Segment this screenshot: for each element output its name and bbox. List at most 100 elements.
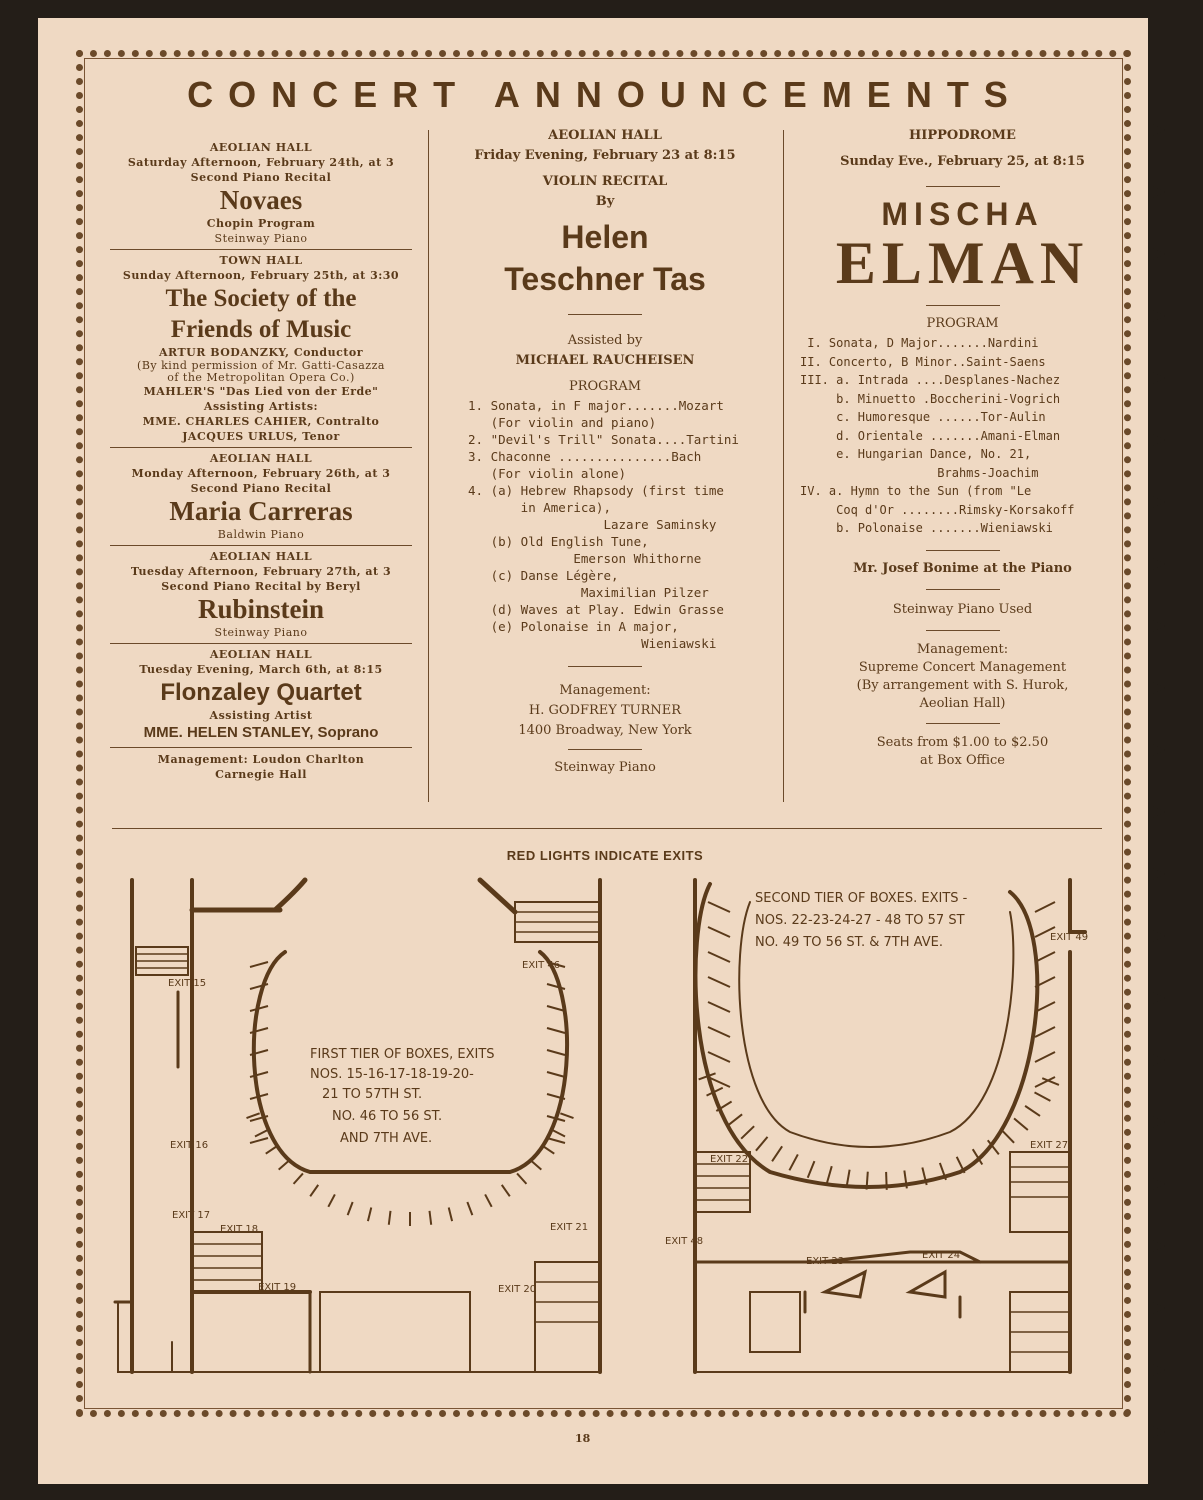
box-divider — [1000, 1129, 1015, 1144]
work-title: MAHLER'S "Das Lied von der Erde" — [143, 385, 379, 398]
box-divider — [740, 1125, 755, 1140]
box-divider — [771, 1145, 783, 1162]
box-divider — [755, 1136, 769, 1152]
permission-note: (By kind permission of Mr. Gatti-Casazza — [137, 359, 385, 372]
manager-name: Supreme Concert Management — [858, 659, 1067, 675]
right-column: HIPPODROME Sunday Eve., February 25, at … — [800, 126, 1125, 770]
floor-plan-diagram: FIRST TIER OF BOXES, EXITS NOS. 15-16-17… — [113, 877, 1088, 1374]
event-date: Tuesday Afternoon, February 27th, at 3 — [130, 565, 392, 578]
box-divider — [366, 1207, 373, 1222]
box-divider — [1041, 1077, 1060, 1086]
manager-name: H. GODFREY TURNER — [528, 703, 682, 718]
management-label: Management: — [916, 641, 1009, 657]
box-divider — [707, 901, 731, 913]
box-divider — [955, 1156, 966, 1174]
exit-17-label: EXIT 17 — [172, 1210, 210, 1221]
divider — [110, 747, 412, 748]
box-divider — [921, 1167, 928, 1186]
short-rule — [925, 588, 1000, 590]
box-divider — [727, 1113, 743, 1127]
management-note: Management: Loudon Charlton — [157, 753, 365, 766]
event-type: Second Piano Recital — [190, 171, 332, 184]
first-tier-plan — [113, 877, 602, 1374]
box-divider — [246, 1112, 260, 1120]
ensemble-name: Flonzaley Quartet — [160, 679, 362, 706]
box-divider — [865, 1171, 869, 1190]
box-divider — [466, 1201, 474, 1216]
box-divider — [706, 1086, 724, 1097]
program-note: Chopin Program — [206, 217, 316, 230]
box-divider — [292, 1172, 304, 1185]
program-item: b. Polonaise .......Wieniawski — [800, 521, 1053, 535]
assisting-label: Assisting Artist — [209, 709, 313, 722]
ornamental-border — [76, 50, 1131, 1417]
assisting-artist: MME. CHARLES CAHIER, Contralto — [142, 415, 380, 428]
piano-note: Baldwin Piano — [217, 528, 305, 541]
box-divider — [546, 1115, 566, 1122]
box-divider — [938, 1162, 947, 1181]
box-divider — [1034, 1091, 1051, 1102]
program-item: Maximilian Pilzer — [468, 585, 709, 600]
second-tier-label-3: NO. 49 TO 56 ST. & 7TH AVE. — [755, 935, 943, 950]
short-rule — [925, 549, 1000, 551]
box-divider — [698, 1072, 716, 1081]
second-tier-label-1: SECOND TIER OF BOXES. EXITS - — [755, 891, 968, 906]
box-divider — [309, 1184, 320, 1197]
box-divider — [1024, 1105, 1041, 1117]
box-divider — [715, 1100, 733, 1112]
program-item: (c) Danse Légère, — [468, 568, 619, 583]
box-divider — [546, 1005, 566, 1012]
ensemble-name-line2: Friends of Music — [170, 316, 352, 343]
society-announcement: TOWN HALL Sunday Afternoon, February 25t… — [110, 253, 412, 444]
exit-19-label: EXIT 19 — [258, 1282, 296, 1293]
box-divider — [552, 1129, 566, 1138]
program-item: (For violin alone) — [468, 466, 627, 481]
box-office-note: at Box Office — [920, 752, 1005, 768]
box-divider — [546, 1093, 566, 1100]
box-divider — [484, 1193, 493, 1208]
box-divider — [707, 1051, 731, 1063]
second-tier-label-2: NOS. 22-23-24-27 - 48 TO 57 ST — [755, 913, 965, 928]
program-item: e. Hungarian Dance, No. 21, — [800, 447, 1032, 461]
short-rule — [568, 666, 642, 667]
program-item: Brahms-Joachim — [800, 465, 1039, 480]
box-divider — [707, 1001, 731, 1013]
box-divider — [265, 1145, 278, 1155]
assisting-artist: JACQUES URLUS, Tenor — [182, 430, 340, 443]
diagram-labels: FIRST TIER OF BOXES, EXITS NOS. 15-16-17… — [168, 891, 1088, 1295]
program-item: Lazare Saminsky — [468, 517, 717, 532]
program-item: 3. Chaconne ...............Bach — [468, 449, 702, 464]
seat-prices: Seats from $1.00 to $2.50 — [876, 734, 1049, 750]
box-divider — [249, 1137, 269, 1144]
event-type: VIOLIN RECITAL — [542, 174, 668, 189]
program-item: (e) Polonaise in A major, — [468, 619, 679, 634]
box-divider — [249, 1093, 269, 1100]
carreras-announcement: AEOLIAN HALL Monday Afternoon, February … — [110, 451, 412, 542]
box-divider — [971, 1148, 984, 1166]
exit-22-label: EXIT 22 — [710, 1154, 748, 1165]
artist-name-line2: Teschner Tas — [504, 261, 706, 297]
program-item: (For violin and piano) — [468, 415, 657, 430]
short-rule — [568, 314, 642, 315]
hall-name: AEOLIAN HALL — [209, 648, 313, 661]
event-date: Friday Evening, February 23 at 8:15 — [474, 148, 736, 163]
box-divider — [1034, 1026, 1056, 1038]
event-date: Sunday Afternoon, February 25th, at 3:30 — [122, 269, 400, 282]
box-divider — [249, 983, 269, 990]
box-divider — [707, 926, 731, 938]
box-divider — [500, 1184, 511, 1197]
box-divider — [986, 1139, 1000, 1156]
box-divider — [1034, 1076, 1056, 1088]
inner-border — [84, 58, 1123, 1409]
event-date: Monday Afternoon, February 26th, at 3 — [131, 467, 391, 480]
permission-note: of the Metropolitan Opera Co.) — [167, 371, 355, 384]
hall-name: AEOLIAN HALL — [209, 141, 313, 154]
first-tier-label-2: NOS. 15-16-17-18-19-20- — [310, 1067, 474, 1082]
box-divider — [387, 1210, 392, 1225]
divider — [110, 545, 412, 546]
exit-23-label: EXIT 23 — [806, 1256, 844, 1267]
box-divider — [806, 1160, 816, 1179]
assisting-artist: MME. HELEN STANLEY, Soprano — [143, 724, 379, 741]
program-item: 2. "Devil's Trill" Sonata....Tartini — [468, 432, 739, 447]
